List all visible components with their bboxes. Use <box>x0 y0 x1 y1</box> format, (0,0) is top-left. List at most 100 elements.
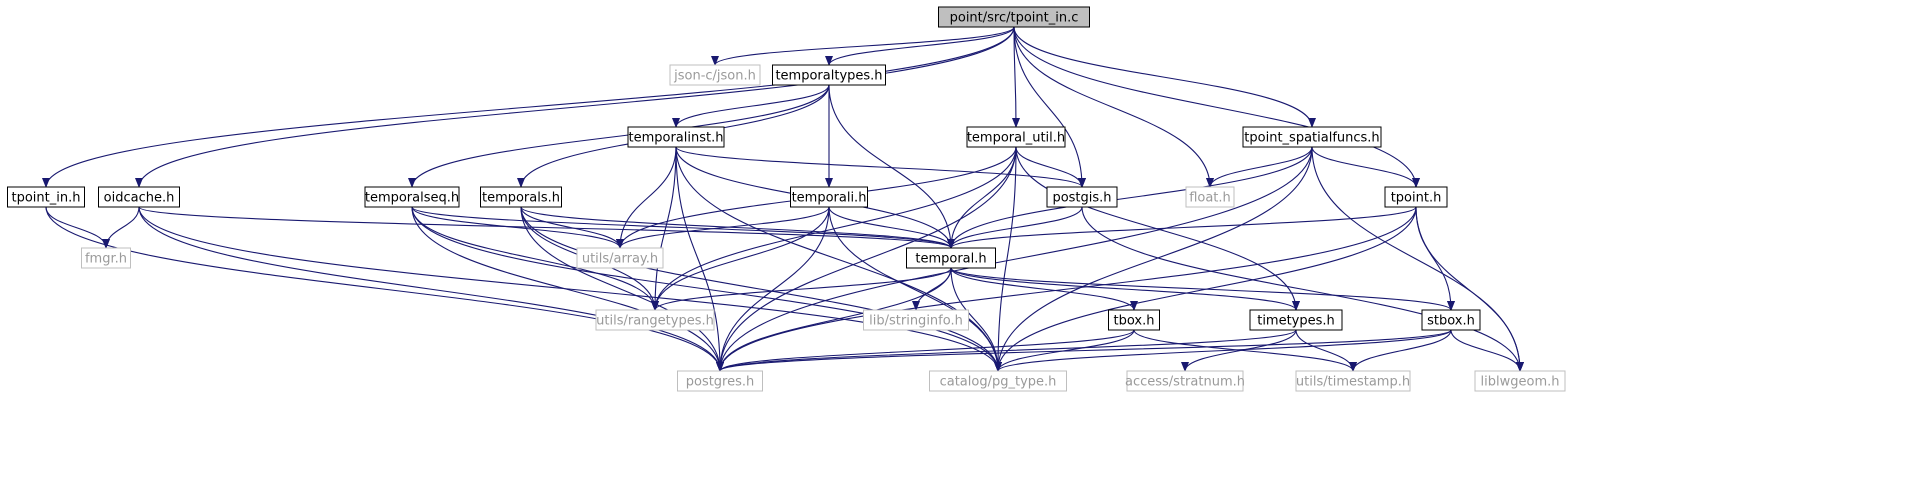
edge-temporals-to-pgtype <box>520 206 1002 372</box>
node-jsonc: json-c/json.h <box>669 64 761 86</box>
edge-stbox-to-pgtype <box>994 329 1452 372</box>
node-temporal-util[interactable]: temporal_util.h <box>966 126 1066 148</box>
edge-temporals-to-temporal <box>520 206 955 249</box>
node-label: utils/rangetypes.h <box>596 314 714 329</box>
node-stratnum: access/stratnum.h <box>1125 370 1245 392</box>
node-fmgr: fmgr.h <box>81 247 131 269</box>
node-temporalinst[interactable]: temporalinst.h <box>627 126 725 148</box>
node-stbox[interactable]: stbox.h <box>1421 309 1481 331</box>
edge-tbox-to-pgtype <box>994 329 1135 372</box>
node-label: catalog/pg_type.h <box>940 375 1057 390</box>
edge-root-to-temporal-util <box>1011 26 1020 128</box>
node-label: postgis.h <box>1052 191 1111 206</box>
node-box <box>938 6 1090 28</box>
node-label: tpoint_in.h <box>12 191 81 206</box>
edge-temporalseq-to-utilsarray <box>411 206 624 249</box>
node-utilsarray: utils/array.h <box>576 247 664 269</box>
node-temporal[interactable]: temporal.h <box>906 247 996 269</box>
node-box <box>906 247 996 269</box>
edge-temporal-to-timetypes <box>950 267 1300 311</box>
edge-root-to-oidcache <box>135 26 1015 188</box>
node-label: temporali.h <box>792 191 867 206</box>
node-timestamp: utils/timestamp.h <box>1295 370 1411 392</box>
node-label: fmgr.h <box>85 252 127 267</box>
node-box <box>364 186 460 208</box>
edge-temporal-to-rangetypes <box>651 267 952 311</box>
node-rangetypes: utils/rangetypes.h <box>595 309 715 331</box>
node-box <box>81 247 131 269</box>
node-temporalseq[interactable]: temporalseq.h <box>364 186 460 208</box>
node-box <box>1421 309 1481 331</box>
edge-postgis-to-liblwgeom <box>1081 206 1524 372</box>
node-label: float.h <box>1189 191 1231 206</box>
edge-temporali-to-rangetypes <box>651 206 830 311</box>
node-label: tbox.h <box>1114 314 1155 329</box>
edge-timetypes-to-postgres <box>716 329 1297 372</box>
edge-temporalseq-to-postgres <box>411 206 724 372</box>
node-temporals[interactable]: temporals.h <box>480 186 562 208</box>
node-temporali[interactable]: temporali.h <box>790 186 868 208</box>
edge-root-to-temporaltypes <box>825 26 1015 66</box>
node-box <box>480 186 562 208</box>
node-float: float.h <box>1185 186 1235 208</box>
edge-temporali-to-pgtype <box>828 206 1002 372</box>
edge-temporali-to-postgres <box>716 206 830 372</box>
edge-oidcache-to-postgres <box>138 206 724 372</box>
node-label: lib/stringinfo.h <box>869 314 963 329</box>
node-label: temporalseq.h <box>365 191 459 206</box>
node-label: utils/timestamp.h <box>1296 375 1410 390</box>
edge-root-to-float <box>1013 26 1214 188</box>
edge-tpoint-spatialfuncs-to-pgtype <box>994 146 1313 372</box>
node-label: postgres.h <box>686 375 755 390</box>
edge-temporal-util-to-postgres <box>716 146 1017 372</box>
edge-temporal-util-to-pgtype <box>994 146 1017 372</box>
node-label: temporal_util.h <box>967 131 1065 146</box>
edges-layer <box>42 26 1524 372</box>
edge-temporal-util-to-postgis <box>1015 146 1086 188</box>
edge-temporal-to-postgres <box>716 267 952 372</box>
edge-oidcache-to-pgtype <box>138 206 1002 372</box>
node-label: liblwgeom.h <box>1481 375 1560 390</box>
edge-tpoint-to-liblwgeom <box>1415 206 1524 372</box>
node-box <box>1185 186 1235 208</box>
node-box <box>863 309 969 331</box>
edge-tbox-to-postgres <box>716 329 1135 372</box>
edge-temporaltypes-to-temporal <box>828 84 955 249</box>
node-timetypes[interactable]: timetypes.h <box>1249 309 1343 331</box>
node-box <box>966 126 1066 148</box>
node-box <box>1046 186 1118 208</box>
node-tbox[interactable]: tbox.h <box>1108 309 1160 331</box>
edge-postgis-to-temporal <box>947 206 1083 249</box>
node-temporaltypes[interactable]: temporaltypes.h <box>772 64 886 86</box>
node-box <box>772 64 886 86</box>
node-tpoint[interactable]: tpoint.h <box>1384 186 1448 208</box>
edge-tpoint-in-to-postgres <box>45 206 724 372</box>
node-box <box>1126 370 1244 392</box>
node-root[interactable]: point/src/tpoint_in.c <box>938 6 1090 28</box>
edge-stbox-to-postgres <box>716 329 1452 372</box>
node-liblwgeom: liblwgeom.h <box>1474 370 1566 392</box>
nodes-layer: point/src/tpoint_in.c json-c/json.h tempor… <box>7 6 1566 392</box>
edge-stbox-to-liblwgeom <box>1450 329 1524 372</box>
edge-tpoint-to-stbox <box>1415 206 1455 311</box>
node-label: temporals.h <box>482 191 560 206</box>
node-stringinfo: lib/stringinfo.h <box>863 309 969 331</box>
node-label: temporaltypes.h <box>775 69 882 84</box>
edge-oidcache-to-temporal <box>138 206 955 249</box>
edge-temporal-to-stbox <box>950 267 1455 311</box>
node-tpoint-in[interactable]: tpoint_in.h <box>7 186 85 208</box>
edge-temporalseq-to-pgtype <box>411 206 1002 372</box>
node-postgres: postgres.h <box>677 370 763 392</box>
node-box <box>669 64 761 86</box>
node-box <box>595 309 715 331</box>
edge-temporalinst-to-postgis <box>675 146 1086 188</box>
edge-root-to-postgis <box>1013 26 1086 188</box>
edge-temporali-to-temporal <box>828 206 955 249</box>
node-box <box>1384 186 1448 208</box>
node-postgis[interactable]: postgis.h <box>1046 186 1118 208</box>
node-tpoint-spatialfuncs[interactable]: tpoint_spatialfuncs.h <box>1242 126 1382 148</box>
node-label: stbox.h <box>1427 314 1475 329</box>
edge-temporalinst-to-postgres <box>675 146 724 372</box>
node-label: point/src/tpoint_in.c <box>950 11 1079 26</box>
node-oidcache[interactable]: oidcache.h <box>98 186 180 208</box>
